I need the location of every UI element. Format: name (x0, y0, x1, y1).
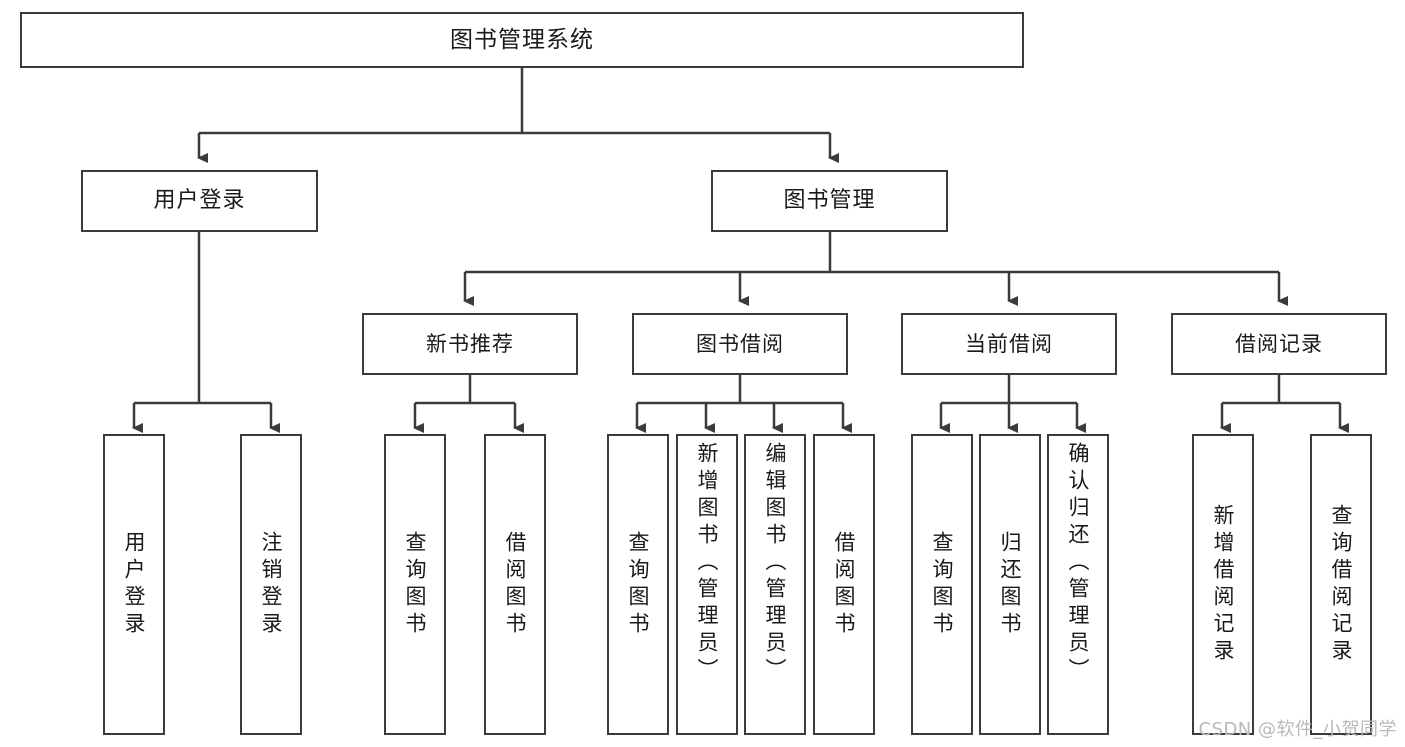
node-label: 新增图书（管理员） (695, 442, 720, 685)
node-label: 借阅图书 (503, 530, 528, 639)
node-label: 确认归还（管理员） (1066, 442, 1091, 685)
node-leaf-user-login[interactable]: 用户登录 (103, 434, 165, 735)
node-leaf-query-borrow-record[interactable]: 查询借阅记录 (1310, 434, 1372, 735)
node-label: 新增借阅记录 (1211, 503, 1236, 666)
node-label: 图书管理 (783, 188, 876, 214)
node-label: 借阅记录 (1235, 331, 1323, 356)
node-leaf-edit-book-admin[interactable]: 编辑图书（管理员） (744, 434, 806, 735)
watermark-text: CSDN @软件_小贺同学 (1198, 719, 1397, 740)
node-label: 归还图书 (998, 530, 1023, 639)
node-borrow-record[interactable]: 借阅记录 (1171, 313, 1387, 375)
node-leaf-confirm-return-admin[interactable]: 确认归还（管理员） (1047, 434, 1109, 735)
node-label: 图书借阅 (696, 331, 784, 356)
node-book-borrow[interactable]: 图书借阅 (632, 313, 848, 375)
node-leaf-borrow-book-new[interactable]: 借阅图书 (484, 434, 546, 735)
node-label: 查询图书 (403, 530, 428, 639)
node-leaf-add-borrow-record[interactable]: 新增借阅记录 (1192, 434, 1254, 735)
node-label: 新书推荐 (426, 331, 514, 356)
node-leaf-query-book-new[interactable]: 查询图书 (384, 434, 446, 735)
node-label: 查询图书 (626, 530, 651, 639)
node-leaf-query-book-current[interactable]: 查询图书 (911, 434, 973, 735)
node-new-book-recommend[interactable]: 新书推荐 (362, 313, 578, 375)
node-book-management[interactable]: 图书管理 (711, 170, 948, 232)
node-root-book-management-system[interactable]: 图书管理系统 (20, 12, 1024, 68)
node-label: 查询借阅记录 (1329, 503, 1354, 666)
node-leaf-add-book-admin[interactable]: 新增图书（管理员） (676, 434, 738, 735)
node-label: 图书管理系统 (450, 26, 594, 53)
node-current-borrow[interactable]: 当前借阅 (901, 313, 1117, 375)
node-label: 注销登录 (259, 530, 284, 639)
node-label: 当前借阅 (965, 331, 1053, 356)
node-label: 用户登录 (153, 188, 246, 214)
node-leaf-borrow-book[interactable]: 借阅图书 (813, 434, 875, 735)
node-leaf-query-book-borrow[interactable]: 查询图书 (607, 434, 669, 735)
node-leaf-logout[interactable]: 注销登录 (240, 434, 302, 735)
node-label: 查询图书 (930, 530, 955, 639)
node-user-login[interactable]: 用户登录 (81, 170, 318, 232)
node-label: 借阅图书 (832, 530, 857, 639)
node-leaf-return-book[interactable]: 归还图书 (979, 434, 1041, 735)
node-label: 编辑图书（管理员） (763, 442, 788, 685)
node-label: 用户登录 (122, 530, 147, 639)
